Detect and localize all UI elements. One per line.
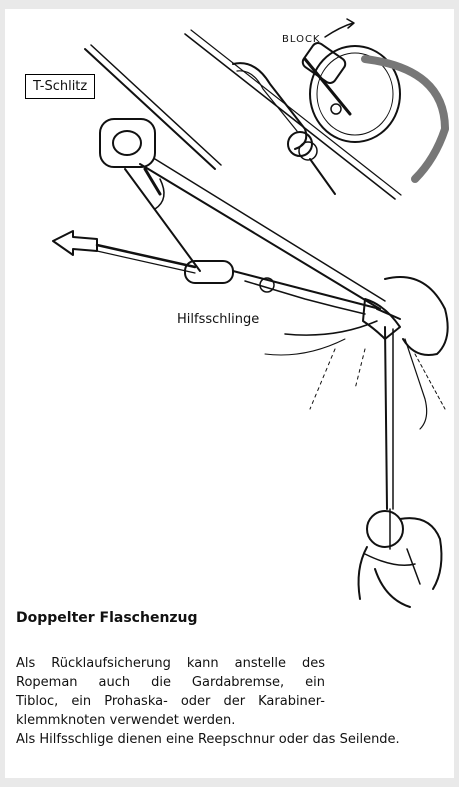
caption-line: Ropeman auch die Gardabremse, ein — [16, 673, 325, 692]
block-arrow-icon — [325, 23, 353, 37]
climber-figure-icon — [359, 509, 442, 607]
caption-line: Tibloc, ein Prohaska- oder der Karabiner… — [16, 692, 325, 711]
pull-rope — [97, 245, 195, 267]
hilfsschlinge-label: Hilfsschlinge — [177, 312, 259, 327]
pull-arrow-icon — [53, 231, 97, 255]
rope-anchor-icon — [363, 299, 400, 509]
caption-line: klemmknoten verwendet werden. — [16, 711, 456, 730]
figure-card: BLOCK T-Schlitz Hilfsschlinge Doppelter … — [5, 9, 454, 778]
block-pulley-icon — [300, 41, 445, 179]
caption-line: Als Rücklaufsicherung kann anstelle des — [16, 654, 325, 673]
ropeman-device-icon — [100, 119, 160, 194]
block-label: BLOCK — [282, 34, 321, 45]
rope-top-right-strand — [191, 30, 401, 195]
caption-line: Als Hilfsschlige dienen eine Reepschnur … — [16, 730, 456, 749]
t-schlitz-label: T-Schlitz — [25, 74, 95, 99]
hilfsschlinge-carabiner-icon — [185, 261, 380, 314]
rock-edge-icon — [265, 277, 448, 429]
caption-text: Als Rücklaufsicherung kann anstelle des … — [16, 654, 456, 749]
caption-title: Doppelter Flaschenzug — [16, 610, 198, 626]
rope-upper — [85, 49, 215, 169]
pulley-system-illustration: BLOCK — [5, 9, 454, 609]
